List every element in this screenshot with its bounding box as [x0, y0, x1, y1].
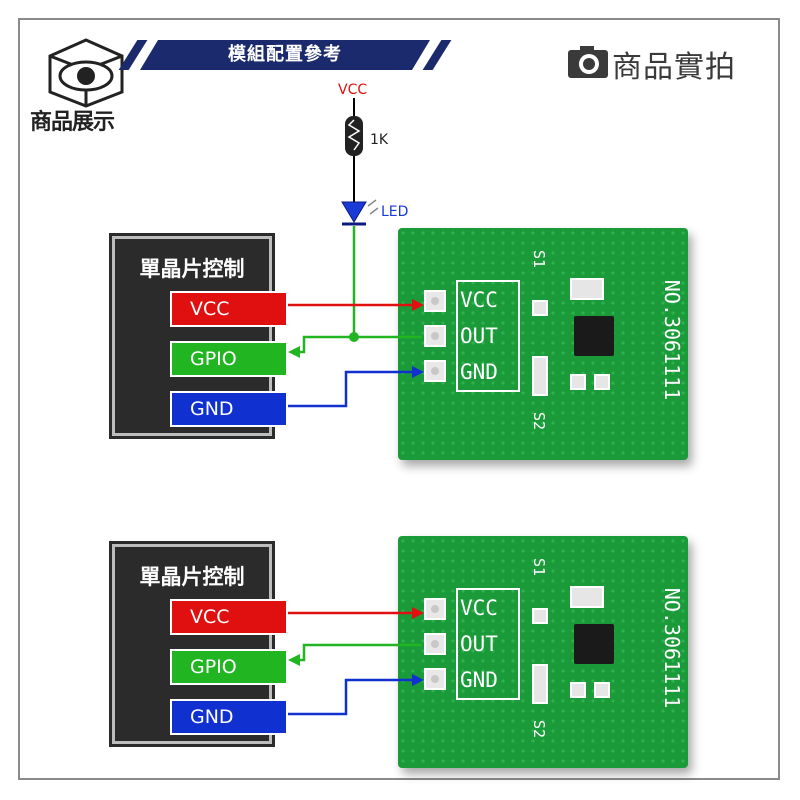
touch-module-pcb: VCC OUT GND S1 S2 NO.3061111 — [398, 228, 688, 460]
smd-pad — [532, 300, 548, 316]
smd-pad — [532, 608, 548, 624]
resistor-smd — [532, 664, 548, 704]
led-label: LED — [381, 204, 408, 220]
pad-out — [424, 633, 446, 655]
board-pin-out: OUT — [460, 632, 498, 656]
pad-vcc — [424, 598, 446, 620]
board-pin-out: OUT — [460, 324, 498, 348]
board-pin-vcc: VCC — [460, 288, 498, 312]
smd-pad — [594, 682, 610, 698]
eye-box-icon — [48, 38, 124, 108]
touch-ic-chip — [574, 316, 614, 356]
pad-gnd — [424, 360, 446, 382]
mcu-title: 單晶片控制 — [139, 257, 245, 281]
touch-ic-chip — [574, 624, 614, 664]
pad-out — [424, 325, 446, 347]
board-pin-vcc: VCC — [460, 596, 498, 620]
mcu-title: 單晶片控制 — [139, 565, 245, 589]
smd-pad — [594, 374, 610, 390]
resistor-smd — [532, 356, 548, 396]
mcu-box: 單晶片控制 VCC GPIO GND — [112, 236, 288, 436]
smd-pad — [570, 374, 586, 390]
led-symbol — [341, 201, 367, 223]
capacitor-smd — [570, 586, 604, 608]
corner-logo-text: 商品展示 — [30, 110, 115, 135]
photo-label: 商品實拍 — [612, 50, 736, 85]
smd-pad — [570, 682, 586, 698]
pad-gnd — [424, 668, 446, 690]
mcu-pin-gpio: GPIO — [170, 341, 288, 377]
banner-background — [140, 40, 430, 70]
mcu-pin-gnd: GND — [170, 699, 288, 735]
board-pin-gnd: GND — [460, 668, 498, 692]
mcu-box: 單晶片控制 VCC GPIO GND — [112, 544, 288, 744]
banner-title: 模組配置參考 — [228, 44, 342, 65]
mcu-pin-vcc: VCC — [170, 291, 288, 327]
touch-module-pcb: VCC OUT GND S1 S2 NO.3061111 — [398, 536, 688, 768]
resistor-value: 1K — [370, 132, 389, 148]
pin-label-box — [456, 588, 520, 700]
capacitor-smd — [570, 278, 604, 300]
mcu-pin-gpio: GPIO — [170, 649, 288, 685]
pad-vcc — [424, 290, 446, 312]
camera-icon — [568, 46, 608, 78]
board-pin-gnd: GND — [460, 360, 498, 384]
pin-label-box — [456, 280, 520, 392]
mcu-pin-gnd: GND — [170, 391, 288, 427]
schematic-vcc-label: VCC — [338, 82, 367, 98]
image-frame — [18, 18, 780, 780]
mcu-pin-vcc: VCC — [170, 599, 288, 635]
